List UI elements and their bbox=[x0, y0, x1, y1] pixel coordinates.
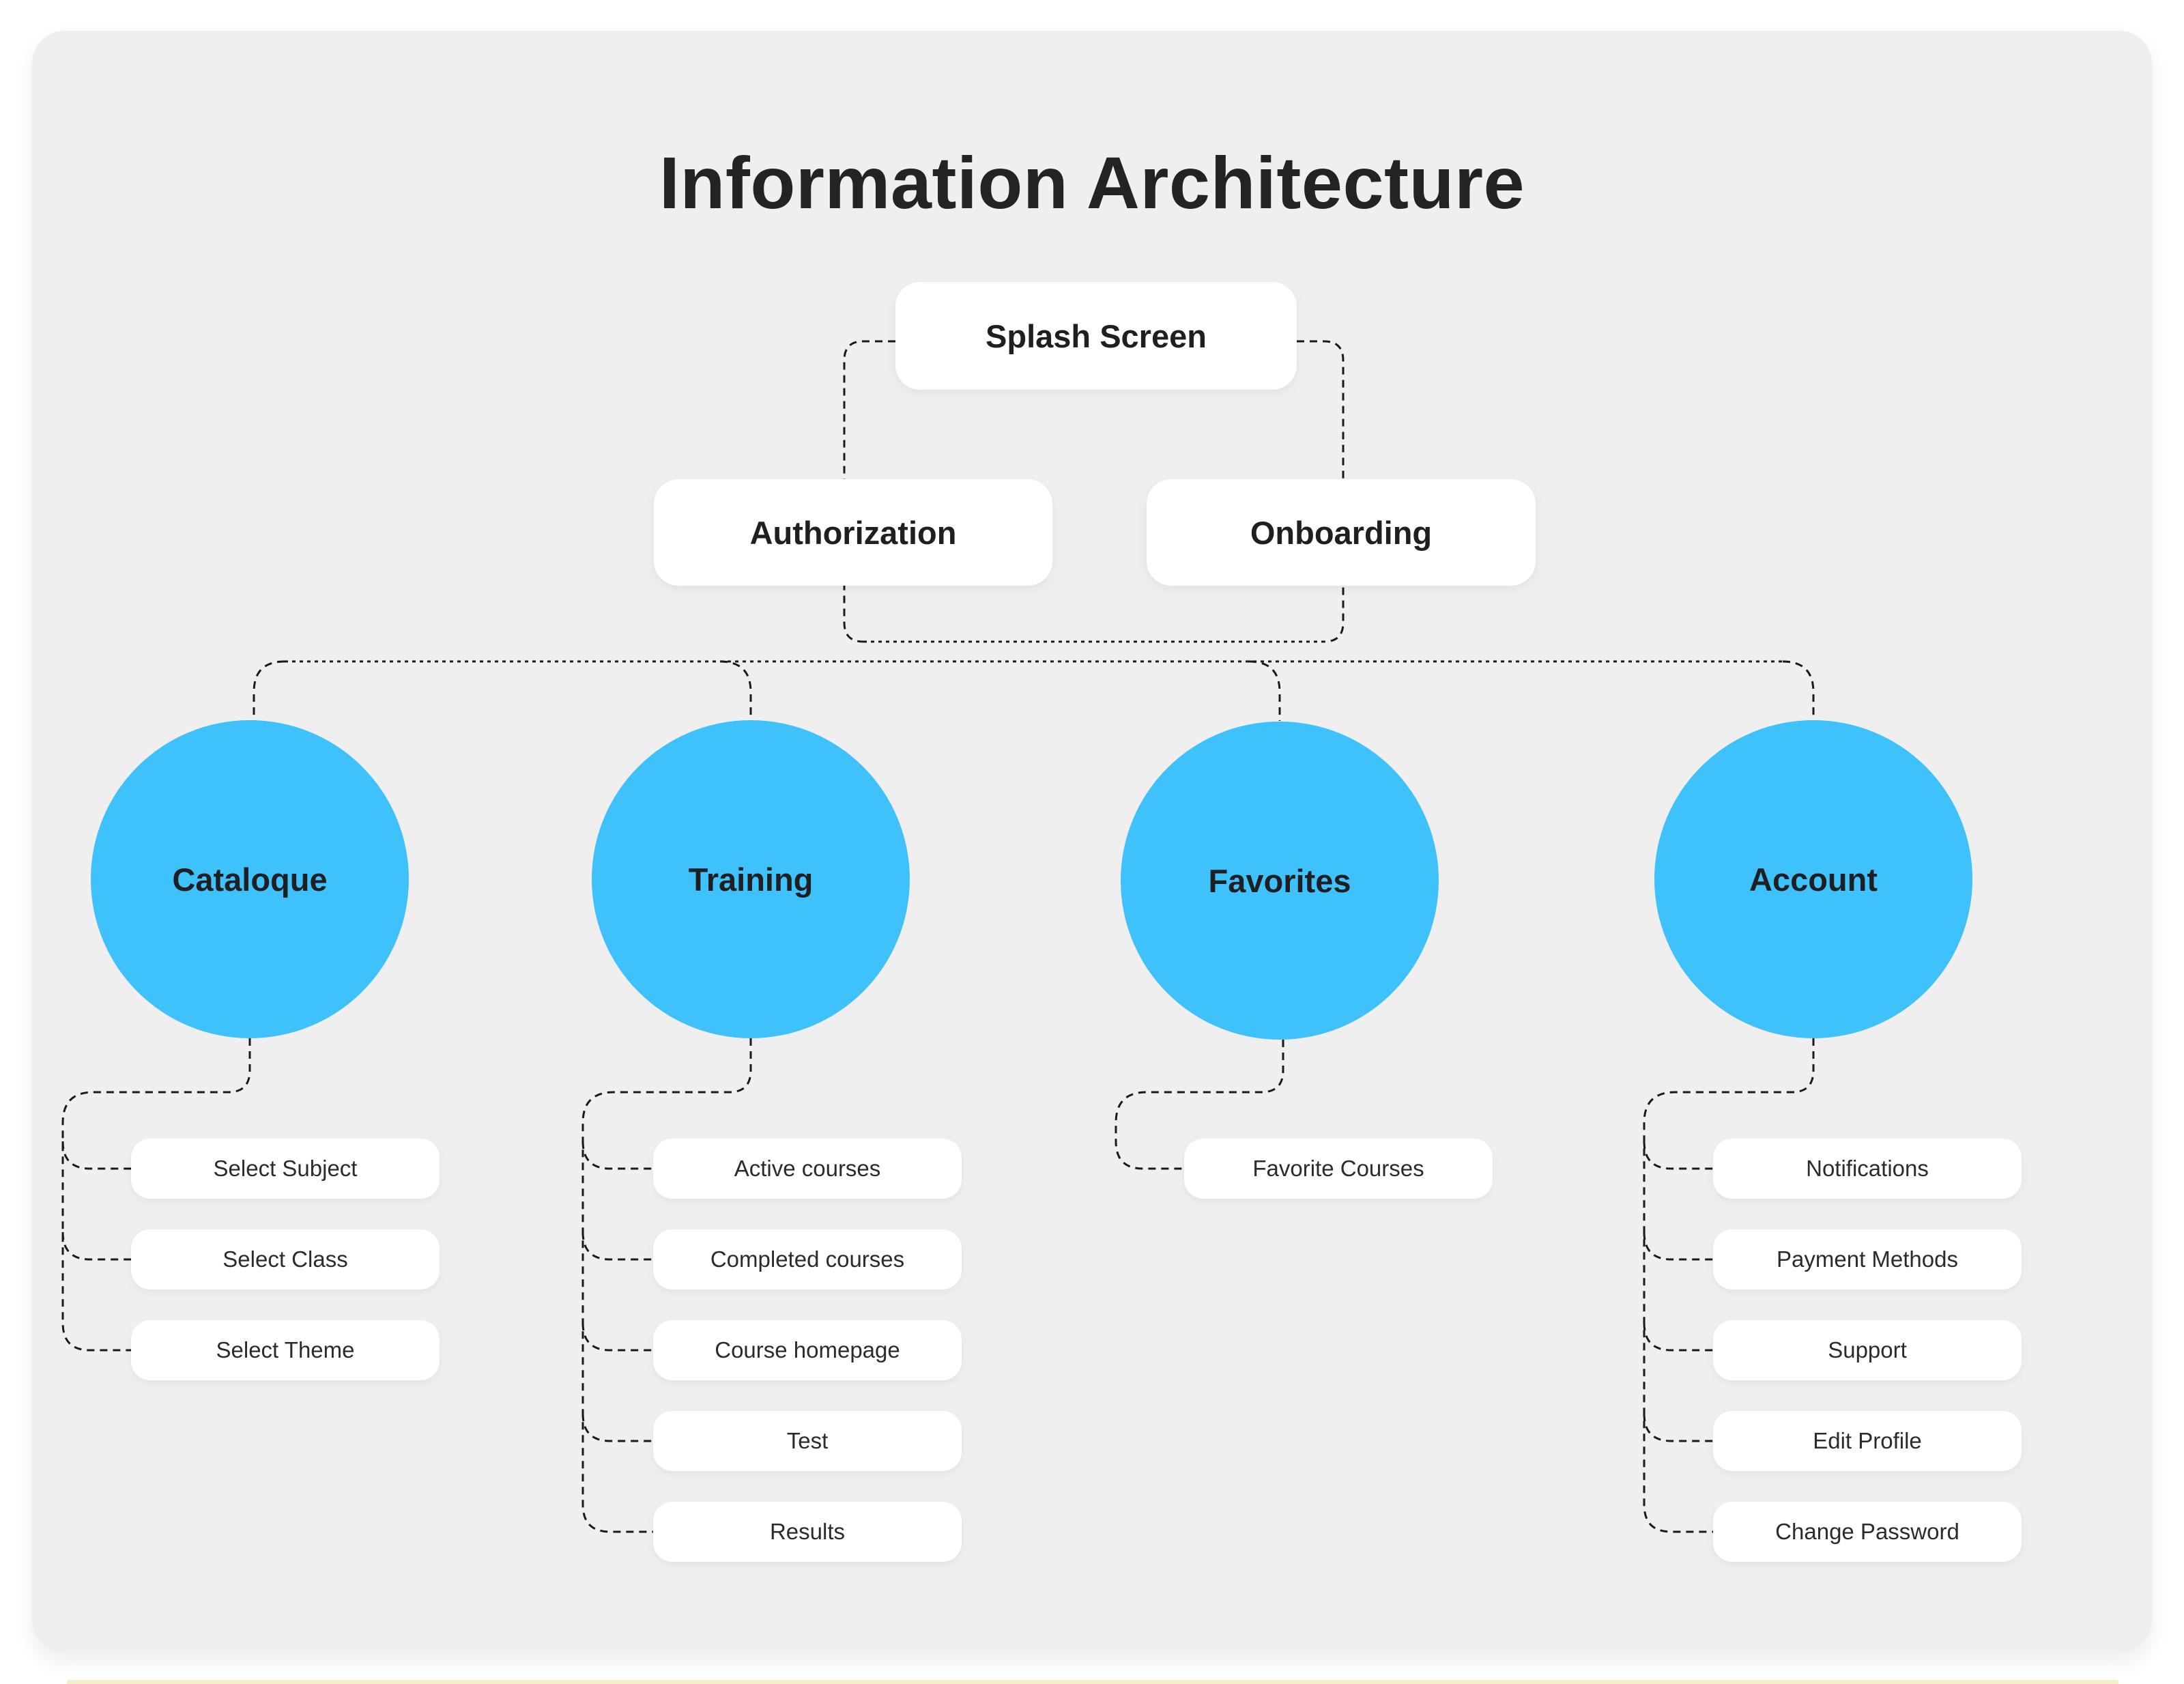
wire-account-stem bbox=[1643, 1038, 1815, 1533]
wire-training-branch-4 bbox=[581, 1413, 653, 1442]
section-circle-cataloque-label: Cataloque bbox=[172, 861, 328, 898]
node-authorization: Authorization bbox=[654, 479, 1052, 586]
node-authorization-label: Authorization bbox=[749, 514, 957, 551]
wire-account-branch-3 bbox=[1643, 1322, 1713, 1352]
leaf-change-password: Change Password bbox=[1713, 1502, 2022, 1562]
wire-cataloque-branch-2 bbox=[61, 1231, 131, 1261]
wire-bus-to-training bbox=[719, 660, 752, 721]
leaf-select-subject: Select Subject bbox=[131, 1139, 440, 1199]
leaf-favorite-courses-label: Favorite Courses bbox=[1252, 1156, 1424, 1181]
node-onboarding: Onboarding bbox=[1147, 479, 1536, 586]
leaf-test: Test bbox=[653, 1411, 962, 1471]
wire-account-branch-1 bbox=[1643, 1141, 1713, 1170]
section-circle-training-label: Training bbox=[688, 861, 814, 898]
bottom-accent-line bbox=[67, 1680, 2118, 1684]
wire-training-branch-3 bbox=[581, 1322, 653, 1352]
wire-splash-left bbox=[843, 340, 895, 643]
wire-training-stem bbox=[581, 1038, 752, 1533]
wire-cataloque-branch-1 bbox=[61, 1141, 131, 1170]
section-circle-favorites-label: Favorites bbox=[1208, 862, 1351, 899]
node-splash-screen: Splash Screen bbox=[895, 282, 1297, 390]
leaf-support: Support bbox=[1713, 1320, 2022, 1380]
leaf-change-password-label: Change Password bbox=[1775, 1519, 1959, 1544]
node-onboarding-label: Onboarding bbox=[1250, 514, 1433, 551]
leaf-notifications: Notifications bbox=[1713, 1139, 2022, 1199]
leaf-payment-methods: Payment Methods bbox=[1713, 1229, 2022, 1289]
wire-account-branch-4 bbox=[1643, 1413, 1713, 1442]
leaf-favorite-courses: Favorite Courses bbox=[1184, 1139, 1493, 1199]
leaf-edit-profile: Edit Profile bbox=[1713, 1411, 2022, 1471]
leaf-select-class-label: Select Class bbox=[222, 1246, 348, 1272]
leaf-course-homepage: Course homepage bbox=[653, 1320, 962, 1380]
wire-training-branch-2 bbox=[581, 1231, 653, 1261]
leaf-results-label: Results bbox=[769, 1519, 846, 1544]
leaf-test-label: Test bbox=[786, 1428, 829, 1453]
wire-bus-to-account bbox=[1782, 660, 1815, 721]
wire-favorites-stem bbox=[1115, 1040, 1284, 1170]
wire-splash-right bbox=[1297, 340, 1345, 643]
leaf-select-theme-label: Select Theme bbox=[216, 1337, 355, 1362]
leaf-support-label: Support bbox=[1828, 1337, 1907, 1362]
wire-bus-to-favorites bbox=[1248, 660, 1281, 721]
leaf-select-class: Select Class bbox=[131, 1229, 440, 1289]
section-circle-favorites: Favorites bbox=[1121, 722, 1439, 1040]
leaf-payment-methods-label: Payment Methods bbox=[1777, 1246, 1958, 1272]
section-circle-training: Training bbox=[592, 720, 910, 1038]
section-circle-account-label: Account bbox=[1749, 861, 1878, 898]
wire-bus-to-cataloque bbox=[253, 660, 285, 721]
page-title: Information Architecture bbox=[659, 141, 1525, 224]
leaf-edit-profile-label: Edit Profile bbox=[1813, 1428, 1922, 1453]
leaf-active-courses-label: Active courses bbox=[734, 1156, 881, 1181]
leaf-course-homepage-label: Course homepage bbox=[715, 1337, 900, 1362]
leaf-results: Results bbox=[653, 1502, 962, 1562]
node-splash-screen-label: Splash Screen bbox=[986, 317, 1207, 354]
leaf-notifications-label: Notifications bbox=[1806, 1156, 1929, 1181]
leaf-active-courses: Active courses bbox=[653, 1139, 962, 1199]
section-circle-cataloque: Cataloque bbox=[91, 720, 409, 1038]
wire-account-branch-2 bbox=[1643, 1231, 1713, 1261]
wire-training-branch-1 bbox=[581, 1141, 653, 1170]
leaf-select-theme: Select Theme bbox=[131, 1320, 440, 1380]
leaf-completed-courses-label: Completed courses bbox=[710, 1246, 905, 1272]
section-circle-account: Account bbox=[1654, 720, 1972, 1038]
leaf-select-subject-label: Select Subject bbox=[213, 1156, 358, 1181]
leaf-completed-courses: Completed courses bbox=[653, 1229, 962, 1289]
